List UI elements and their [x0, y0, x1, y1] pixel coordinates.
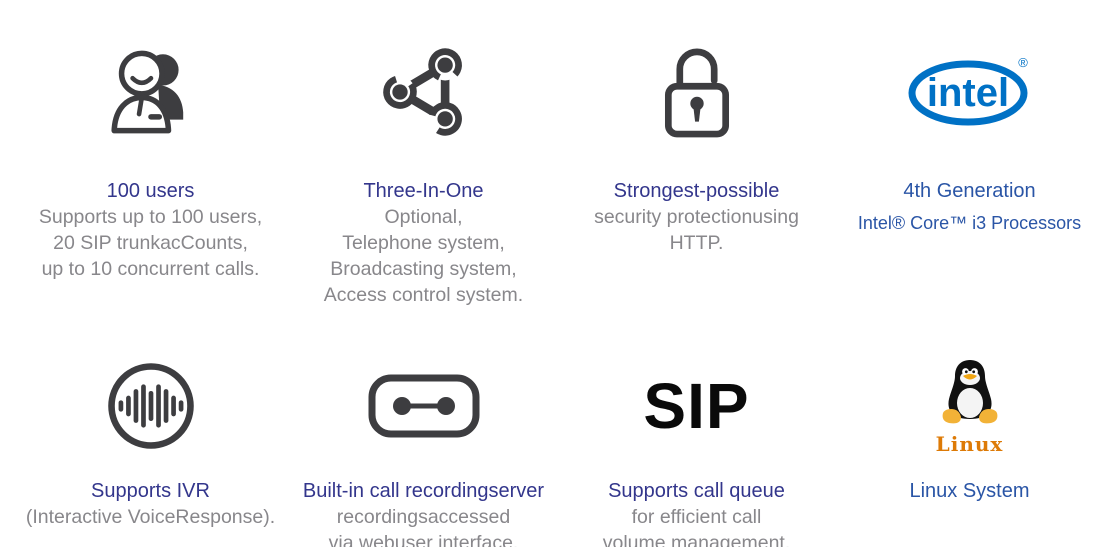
- intel-logo: intel ®: [908, 55, 1028, 126]
- padlock-icon: [664, 48, 729, 138]
- feature-line: 20 SIP trunkacCounts,: [53, 232, 248, 254]
- svg-text:®: ®: [1018, 55, 1028, 70]
- feature-line: volume management.: [602, 532, 791, 547]
- feature-ivr: Supports IVR (Interactive VoiceResponse)…: [14, 350, 287, 547]
- feature-security: Strongest-possible security protectionus…: [560, 0, 833, 308]
- feature-users: 100 users Supports up to 100 users, 20 S…: [14, 0, 287, 308]
- linux-tux-logo: [942, 359, 997, 423]
- feature-title: Supports IVR: [91, 480, 210, 502]
- feature-line: recordingsaccessed: [336, 506, 511, 528]
- svg-text:intel: intel: [926, 71, 1008, 115]
- feature-line: security protectionusing: [594, 206, 799, 228]
- feature-line: up to 10 concurrent calls.: [41, 258, 260, 280]
- feature-three-in-one: Three-In-One Optional, Telephone system,…: [287, 0, 560, 308]
- feature-sip: SIP Supports call queue for efficient ca…: [560, 350, 833, 547]
- sip-wordmark: SIP: [643, 370, 750, 442]
- feature-row-2: Supports IVR (Interactive VoiceResponse)…: [0, 350, 1120, 547]
- soundwave-icon: [107, 363, 194, 449]
- feature-title: 4th Generation: [903, 180, 1036, 202]
- feature-title: Supports call queue: [608, 480, 785, 502]
- feature-row-1: 100 users Supports up to 100 users, 20 S…: [14, 0, 1106, 308]
- feature-intel: intel ® 4th Generation Intel® Core™ i3 P…: [833, 0, 1106, 308]
- support-agent-users-icon: [110, 50, 183, 134]
- feature-title: Built-in call recordingserver: [302, 480, 545, 502]
- share-network-icon: [382, 48, 462, 136]
- feature-title: Three-In-One: [363, 180, 484, 202]
- feature-line: Supports up to 100 users,: [38, 206, 263, 228]
- linux-logo-caption: Linux: [935, 431, 1004, 456]
- feature-title: Strongest-possible: [613, 180, 780, 202]
- feature-line: Access control system.: [323, 284, 524, 306]
- feature-line: Broadcasting system,: [330, 258, 517, 280]
- feature-line: Intel® Core™ i3 Processors: [857, 213, 1082, 233]
- feature-line: Optional,: [384, 206, 463, 228]
- feature-title: 100 users: [106, 180, 195, 202]
- feature-linux: Linux Linux System: [833, 350, 1106, 547]
- voicemail-recording-icon: [368, 374, 479, 438]
- feature-line: HTTP.: [669, 232, 724, 254]
- feature-line: via webuser interface.: [328, 532, 519, 547]
- feature-line: (Interactive VoiceResponse).: [25, 506, 276, 528]
- feature-line: Telephone system,: [342, 232, 505, 254]
- feature-recording: Built-in call recordingserver recordings…: [287, 350, 560, 547]
- feature-title: Linux System: [909, 480, 1030, 502]
- feature-line: for efficient call: [631, 506, 762, 528]
